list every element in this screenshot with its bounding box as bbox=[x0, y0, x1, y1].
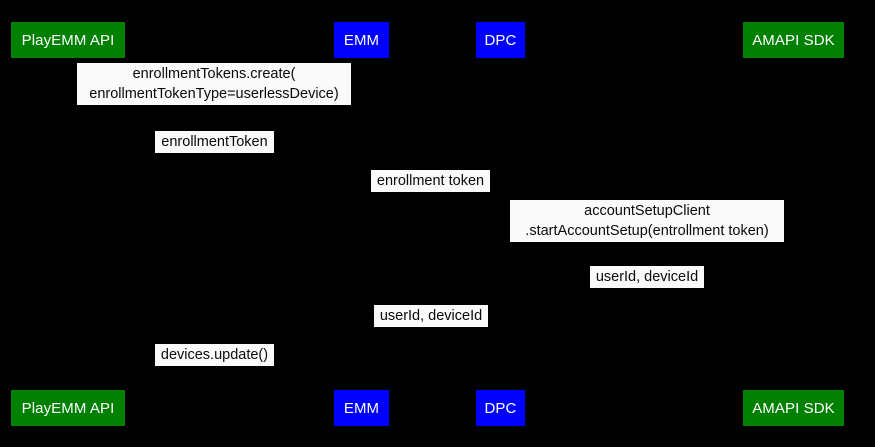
message-label: enrollment token bbox=[371, 170, 490, 192]
message-label: accountSetupClient .startAccountSetup(en… bbox=[510, 200, 784, 242]
participant-top-3: AMAPI SDK bbox=[743, 22, 844, 58]
message-label: enrollmentTokens.create( enrollmentToken… bbox=[77, 63, 351, 105]
message-label: userId, deviceId bbox=[590, 266, 704, 288]
message-label: userId, deviceId bbox=[374, 305, 488, 327]
message-label: devices.update() bbox=[155, 344, 274, 366]
participant-top-2: DPC bbox=[476, 22, 525, 58]
message-label: enrollmentToken bbox=[155, 131, 274, 153]
participant-bottom-3: AMAPI SDK bbox=[743, 390, 844, 426]
participant-top-0: PlayEMM API bbox=[11, 22, 125, 58]
participant-bottom-2: DPC bbox=[476, 390, 525, 426]
participant-bottom-0: PlayEMM API bbox=[11, 390, 125, 426]
participant-top-1: EMM bbox=[334, 22, 389, 58]
participant-bottom-1: EMM bbox=[334, 390, 389, 426]
